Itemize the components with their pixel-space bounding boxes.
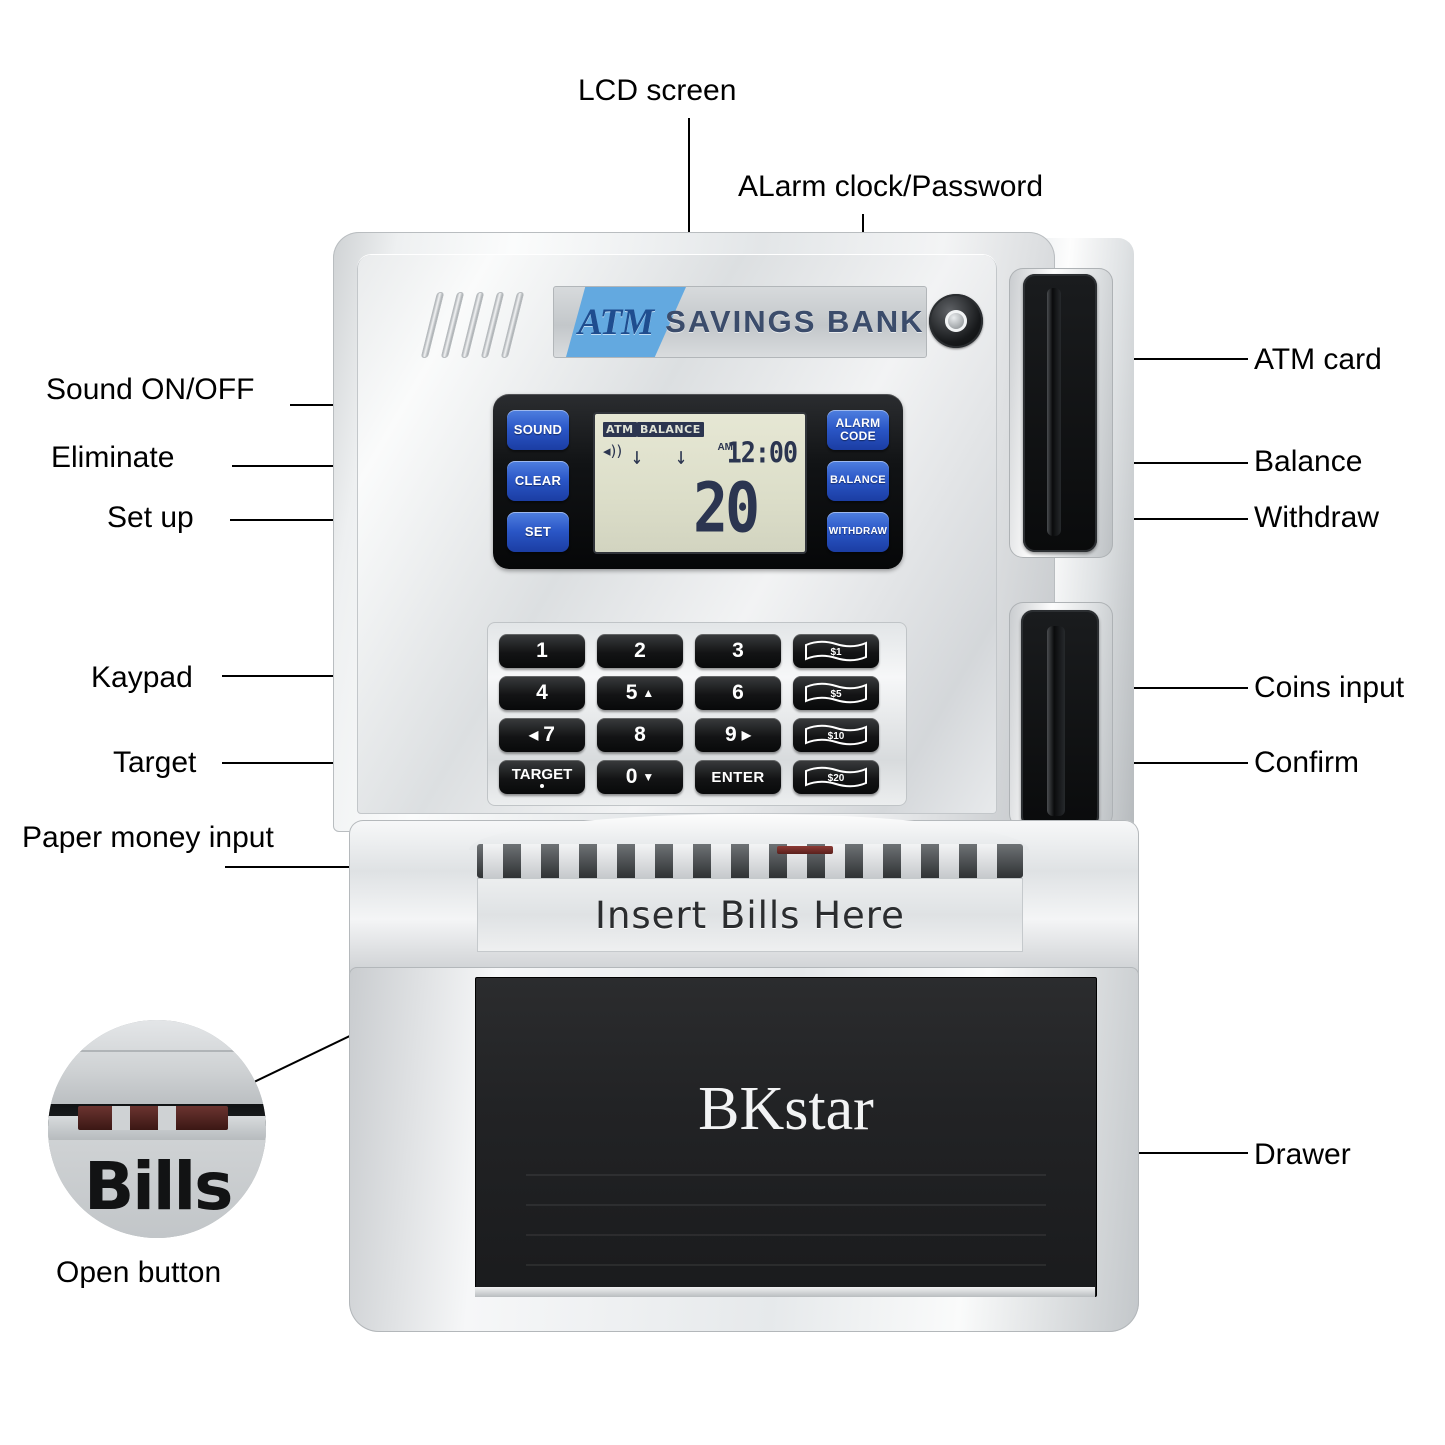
leader-coins-input [1072, 687, 1248, 689]
callout-balance: Balance [1254, 445, 1363, 478]
speaker-vent-icon [420, 290, 535, 362]
bill-5-value: $5 [830, 689, 842, 700]
inset-bills-text: Bills [84, 1148, 233, 1225]
callout-eliminate: Eliminate [51, 441, 175, 474]
lcd-bezel: SOUND CLEAR SET ALARM CODE BALANCE WITHD… [493, 394, 903, 569]
target-key-label: TARGET [511, 766, 573, 783]
coins-slot-opening [1047, 626, 1065, 816]
alarm-code-button[interactable]: ALARM CODE [827, 410, 889, 450]
leader-atm-card [1070, 358, 1248, 360]
alarm-code-line1: ALARM [835, 416, 881, 431]
key-9-digit: 9 [725, 723, 737, 746]
key-4[interactable]: 4 [499, 676, 585, 710]
inset-body-surface [48, 1140, 266, 1238]
open-button-inset-photo: Bills [48, 1020, 266, 1238]
atm-savings-bank-device: ATM SAVINGS BANK SOUND CLEAR SET ALARM C… [333, 232, 1139, 1332]
drawer-brand-text: BKstar [698, 1075, 874, 1143]
lcd-speaker-icon: ◂)) [603, 442, 623, 460]
brand-atm-text: ATM [578, 301, 654, 343]
lcd-tag-atm: ATM [603, 422, 637, 437]
key-9[interactable]: 9 ▶ [695, 718, 781, 752]
inset-seam-line [48, 1050, 266, 1052]
key-6[interactable]: 6 [695, 676, 781, 710]
set-button[interactable]: SET [507, 512, 569, 552]
atm-card-slot[interactable] [1023, 274, 1097, 552]
sound-button[interactable]: SOUND [507, 410, 569, 450]
bill-20-value: $20 [828, 773, 845, 784]
atm-card-slot-opening [1047, 288, 1061, 536]
callout-set-up: Set up [107, 501, 194, 534]
inset-open-button[interactable] [78, 1106, 228, 1130]
key-0-digit: 0 [625, 765, 638, 788]
brand-savings-bank-text: SAVINGS BANK [665, 304, 925, 339]
bill-1-value: $1 [830, 647, 842, 658]
callout-atm-card: ATM card [1254, 343, 1382, 376]
callout-coins-input: Coins input [1254, 671, 1405, 704]
callout-confirm: Confirm [1254, 746, 1360, 779]
lcd-clock: 12:00 [726, 436, 798, 470]
bill-1-button[interactable]: $1 [793, 634, 879, 668]
key-1[interactable]: 1 [499, 634, 585, 668]
inset-top-surface [48, 1020, 266, 1108]
arrow-left-icon: ◀ [529, 728, 539, 742]
arrow-up-icon: ▲ [642, 686, 655, 700]
bill-10-button[interactable]: $10 [793, 718, 879, 752]
clear-button[interactable]: CLEAR [507, 461, 569, 501]
drawer-frame: BKstar [349, 967, 1139, 1332]
withdraw-button[interactable]: WITHDRAW [827, 512, 889, 552]
arrow-right-icon: ▶ [741, 728, 751, 742]
lcd-screen: ATM BALANCE ◂)) ↓ ↓ AM 12:00 20 [593, 412, 807, 554]
device-upper-shell: ATM SAVINGS BANK SOUND CLEAR SET ALARM C… [333, 232, 1055, 832]
lcd-coin-marks: ↓ ↓ [631, 441, 698, 470]
bill-5-button[interactable]: $5 [793, 676, 879, 710]
callout-withdraw: Withdraw [1254, 501, 1380, 534]
bill-slot-teeth[interactable] [477, 844, 1023, 878]
device-faceplate: ATM SAVINGS BANK SOUND CLEAR SET ALARM C… [357, 254, 997, 814]
banknote-icon: $20 [805, 766, 867, 788]
key-3[interactable]: 3 [695, 634, 781, 668]
insert-bills-plate: Insert Bills Here [477, 878, 1023, 952]
brand-plate: ATM SAVINGS BANK [553, 286, 927, 358]
target-dot-icon [540, 784, 544, 788]
callout-sound-on-off: Sound ON/OFF [46, 373, 255, 406]
lcd-tag-balance: BALANCE [637, 422, 704, 437]
bill-10-value: $10 [828, 731, 845, 742]
key-5-digit: 5 [625, 681, 638, 704]
coins-input-slot[interactable] [1021, 610, 1099, 828]
callout-paper-money-input: Paper money input [22, 821, 274, 854]
callout-alarm-clock-password: ALarm clock/Password [738, 170, 1044, 203]
key-7[interactable]: ◀ 7 [499, 718, 585, 752]
open-button[interactable] [777, 846, 833, 854]
key-lock-icon[interactable] [929, 294, 983, 348]
enter-key[interactable]: ENTER [695, 760, 781, 794]
callout-lcd-screen: LCD screen [578, 74, 737, 107]
target-key[interactable]: TARGET [499, 760, 585, 794]
callout-open-button: Open button [56, 1256, 222, 1289]
alarm-code-line2: CODE [840, 429, 876, 443]
key-0[interactable]: 0 ▼ [597, 760, 683, 794]
key-2[interactable]: 2 [597, 634, 683, 668]
bill-20-button[interactable]: $20 [793, 760, 879, 794]
paper-money-input-shelf: Insert Bills Here [349, 814, 1139, 980]
lcd-am-label: AM [717, 442, 733, 453]
insert-bills-here-text: Insert Bills Here [595, 893, 905, 937]
banknote-icon: $1 [805, 640, 867, 662]
key-7-digit: 7 [543, 723, 555, 746]
drawer[interactable]: BKstar [475, 977, 1097, 1297]
lcd-amount: 20 [693, 467, 760, 548]
drawer-lip [475, 1287, 1095, 1297]
key-8[interactable]: 8 [597, 718, 683, 752]
keypad: 1 2 3 $1 4 5 ▲ 6 [487, 622, 907, 806]
arrow-down-icon: ▼ [642, 770, 655, 784]
callout-keypad: Kaypad [91, 661, 193, 694]
callout-drawer: Drawer [1254, 1138, 1351, 1171]
callout-target: Target [113, 746, 197, 779]
key-5[interactable]: 5 ▲ [597, 676, 683, 710]
banknote-icon: $5 [805, 682, 867, 704]
balance-button[interactable]: BALANCE [827, 461, 889, 501]
banknote-icon: $10 [805, 724, 867, 746]
